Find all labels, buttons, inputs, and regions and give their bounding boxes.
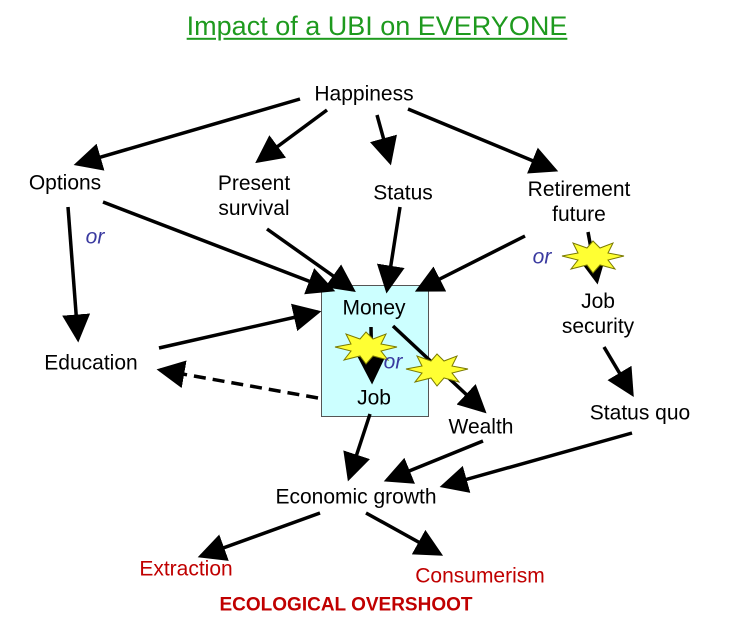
node-present-survival-line2: survival bbox=[218, 197, 290, 220]
node-education: Education bbox=[44, 351, 138, 375]
node-options: Options bbox=[28, 171, 102, 195]
node-retirement-future-line1: Retirement bbox=[527, 177, 631, 201]
arrow-status-money bbox=[376, 206, 405, 294]
arrow-growth-extraction bbox=[197, 511, 321, 561]
arrow-options-education bbox=[62, 206, 91, 343]
arrow-retirement-money bbox=[414, 234, 526, 292]
arrow-happiness-options bbox=[73, 97, 301, 171]
node-wealth: Wealth bbox=[448, 415, 514, 439]
arrow-job-growth bbox=[343, 413, 372, 482]
burst-money-job bbox=[334, 331, 398, 365]
arrow-education-money bbox=[158, 303, 322, 350]
node-present-survival: Present survival bbox=[218, 171, 290, 221]
page-title: Impact of a UBI on EVERYONE bbox=[186, 10, 568, 41]
node-consumerism: Consumerism bbox=[415, 564, 545, 588]
arrow-job-education-dashed bbox=[156, 360, 319, 400]
node-job: Job bbox=[357, 386, 391, 410]
node-job-security-line2: security bbox=[561, 315, 635, 338]
node-retirement-future: Retirement future bbox=[528, 177, 631, 227]
or-label-retirement: or bbox=[532, 245, 552, 269]
arrow-happiness-status bbox=[369, 114, 397, 166]
arrow-wealth-growth bbox=[383, 439, 484, 484]
arrow-happiness-present-survival bbox=[255, 108, 329, 164]
arrow-survival-money bbox=[265, 227, 356, 293]
arrow-statusquo-growth bbox=[439, 431, 633, 493]
arrow-options-money bbox=[102, 200, 336, 295]
arrow-happiness-retirement bbox=[407, 107, 559, 174]
arrow-jobsecurity-statusquo bbox=[602, 346, 634, 398]
burst-retirement-jobsecurity bbox=[561, 240, 625, 274]
burst-money-wealth bbox=[405, 353, 469, 387]
arrow-growth-consumerism bbox=[365, 511, 444, 556]
node-money: Money bbox=[342, 296, 406, 320]
node-job-security-line1: Job bbox=[581, 289, 615, 313]
node-status-quo: Status quo bbox=[589, 401, 691, 425]
node-status: Status bbox=[373, 181, 433, 205]
node-retirement-future-line2: future bbox=[552, 203, 606, 226]
node-extraction: Extraction bbox=[139, 557, 233, 581]
node-present-survival-line1: Present bbox=[217, 171, 291, 195]
node-economic-growth: Economic growth bbox=[275, 485, 437, 509]
node-job-security: Job security bbox=[562, 289, 634, 339]
or-label-options: or bbox=[85, 225, 105, 249]
node-happiness: Happiness bbox=[314, 82, 414, 106]
or-label-money: or bbox=[383, 350, 403, 374]
node-ecological-overshoot: ECOLOGICAL OVERSHOOT bbox=[219, 594, 473, 616]
